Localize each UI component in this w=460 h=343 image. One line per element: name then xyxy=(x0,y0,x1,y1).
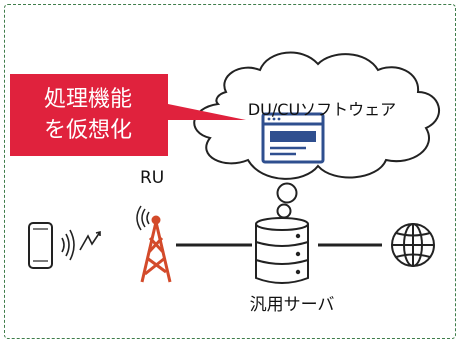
antenna-tower-icon xyxy=(140,215,172,283)
globe-icon xyxy=(391,223,435,267)
lightning-icon xyxy=(79,230,101,251)
radio-wave-icon xyxy=(61,229,75,261)
server-label: 汎用サーバ xyxy=(249,295,335,315)
callout-line-1: 処理機能 xyxy=(43,87,132,112)
dashed-border-frame xyxy=(4,4,456,339)
callout-text: 処理機能 を仮想化 xyxy=(8,84,168,146)
thought-bubbles xyxy=(276,182,298,219)
smartphone-icon xyxy=(28,222,53,269)
signal-wave-icon xyxy=(136,205,150,231)
red-callout-shape xyxy=(10,74,246,156)
ru-label: RU xyxy=(140,168,165,188)
server-icon xyxy=(255,217,309,284)
software-window-icon xyxy=(261,112,325,164)
cloud-label: DU/CUソフトウェア xyxy=(247,100,397,119)
callout-line-2: を仮想化 xyxy=(43,118,132,143)
